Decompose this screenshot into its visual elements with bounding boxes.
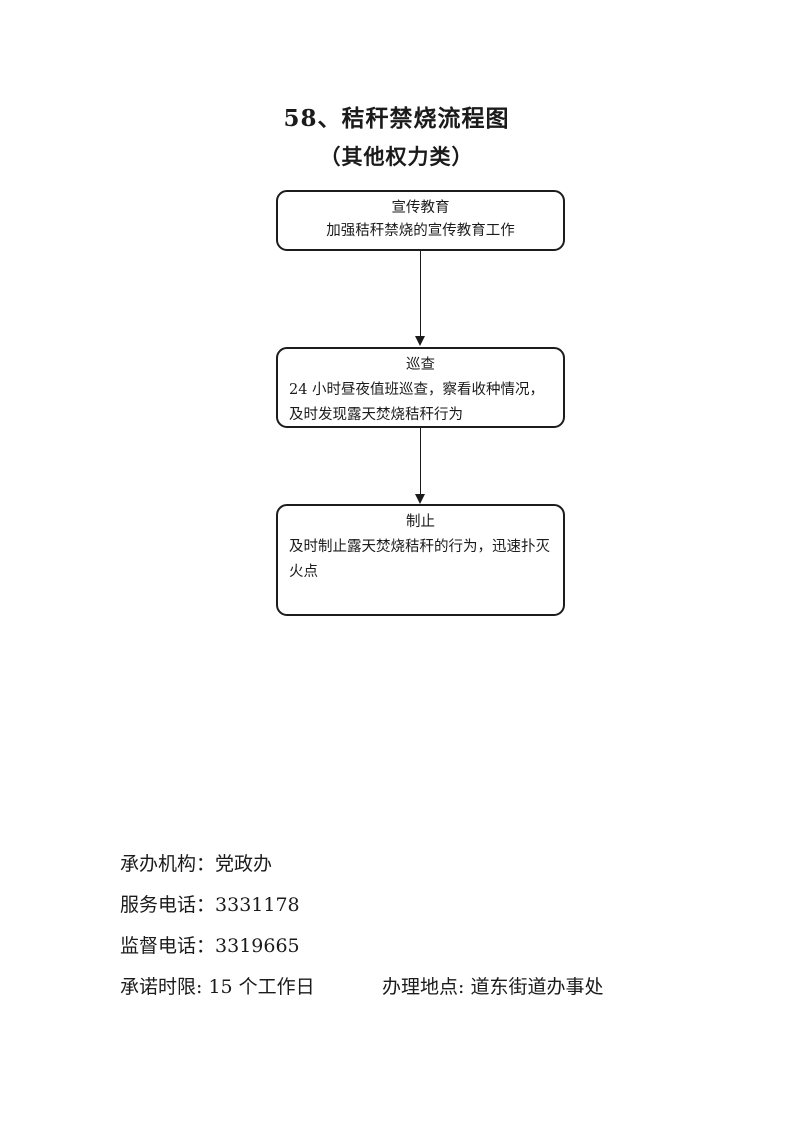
flow-node-publicity-education: 宣传教育 加强秸秆禁烧的宣传教育工作 <box>276 190 565 251</box>
supervision-phone-value: 3319665 <box>215 935 300 957</box>
connector-line-2 <box>420 427 421 495</box>
flow-node-title: 制止 <box>406 514 435 530</box>
service-phone-label: 服务电话： <box>120 894 216 916</box>
footer-contact-block: 承办机构：党政办 服务电话：3331178 监督电话：3319665 承诺时限:… <box>120 854 603 1018</box>
service-phone-value: 3331178 <box>215 894 300 916</box>
supervision-phone-label: 监督电话： <box>120 935 216 957</box>
connector-line-1 <box>420 251 421 337</box>
flow-node-stop: 制止 及时制止露天焚烧秸秆的行为，迅速扑灭火点 <box>276 504 565 616</box>
footer-line-agency: 承办机构：党政办 <box>120 854 315 874</box>
location-value: 道东街道办事处 <box>470 976 604 998</box>
location-label: 办理地点: <box>382 976 471 998</box>
flow-node-body: 24 小时昼夜值班巡查，察看收种情况，及时发现露天焚烧秸秆行为 <box>289 382 545 423</box>
arrow-down-icon <box>415 336 425 346</box>
location-group: 办理地点: 道东街道办事处 <box>382 977 603 997</box>
footer-line-deadline-location: 承诺时限: 15 个工作日 办理地点: 道东街道办事处 <box>120 976 603 998</box>
page-title: 58、秸秆禁烧流程图 <box>283 105 510 132</box>
flow-node-title: 巡查 <box>406 357 435 373</box>
page-subtitle: （其他权力类） <box>319 144 474 169</box>
agency-value: 党政办 <box>215 853 273 875</box>
flow-node-body: 及时制止露天焚烧秸秆的行为，迅速扑灭火点 <box>289 539 550 580</box>
deadline-value: 15 个工作日 <box>208 976 315 998</box>
deadline-label: 承诺时限: <box>120 976 209 998</box>
arrow-down-icon <box>415 494 425 504</box>
flow-node-title: 宣传教育 <box>391 200 450 216</box>
flow-node-body: 加强秸秆禁烧的宣传教育工作 <box>326 223 515 239</box>
footer-line-service-phone: 服务电话：3331178 <box>120 895 315 915</box>
agency-label: 承办机构： <box>120 853 216 875</box>
footer-line-supervision-phone: 监督电话：3319665 <box>120 936 315 956</box>
flow-node-patrol: 巡查 24 小时昼夜值班巡查，察看收种情况，及时发现露天焚烧秸秆行为 <box>276 347 565 428</box>
